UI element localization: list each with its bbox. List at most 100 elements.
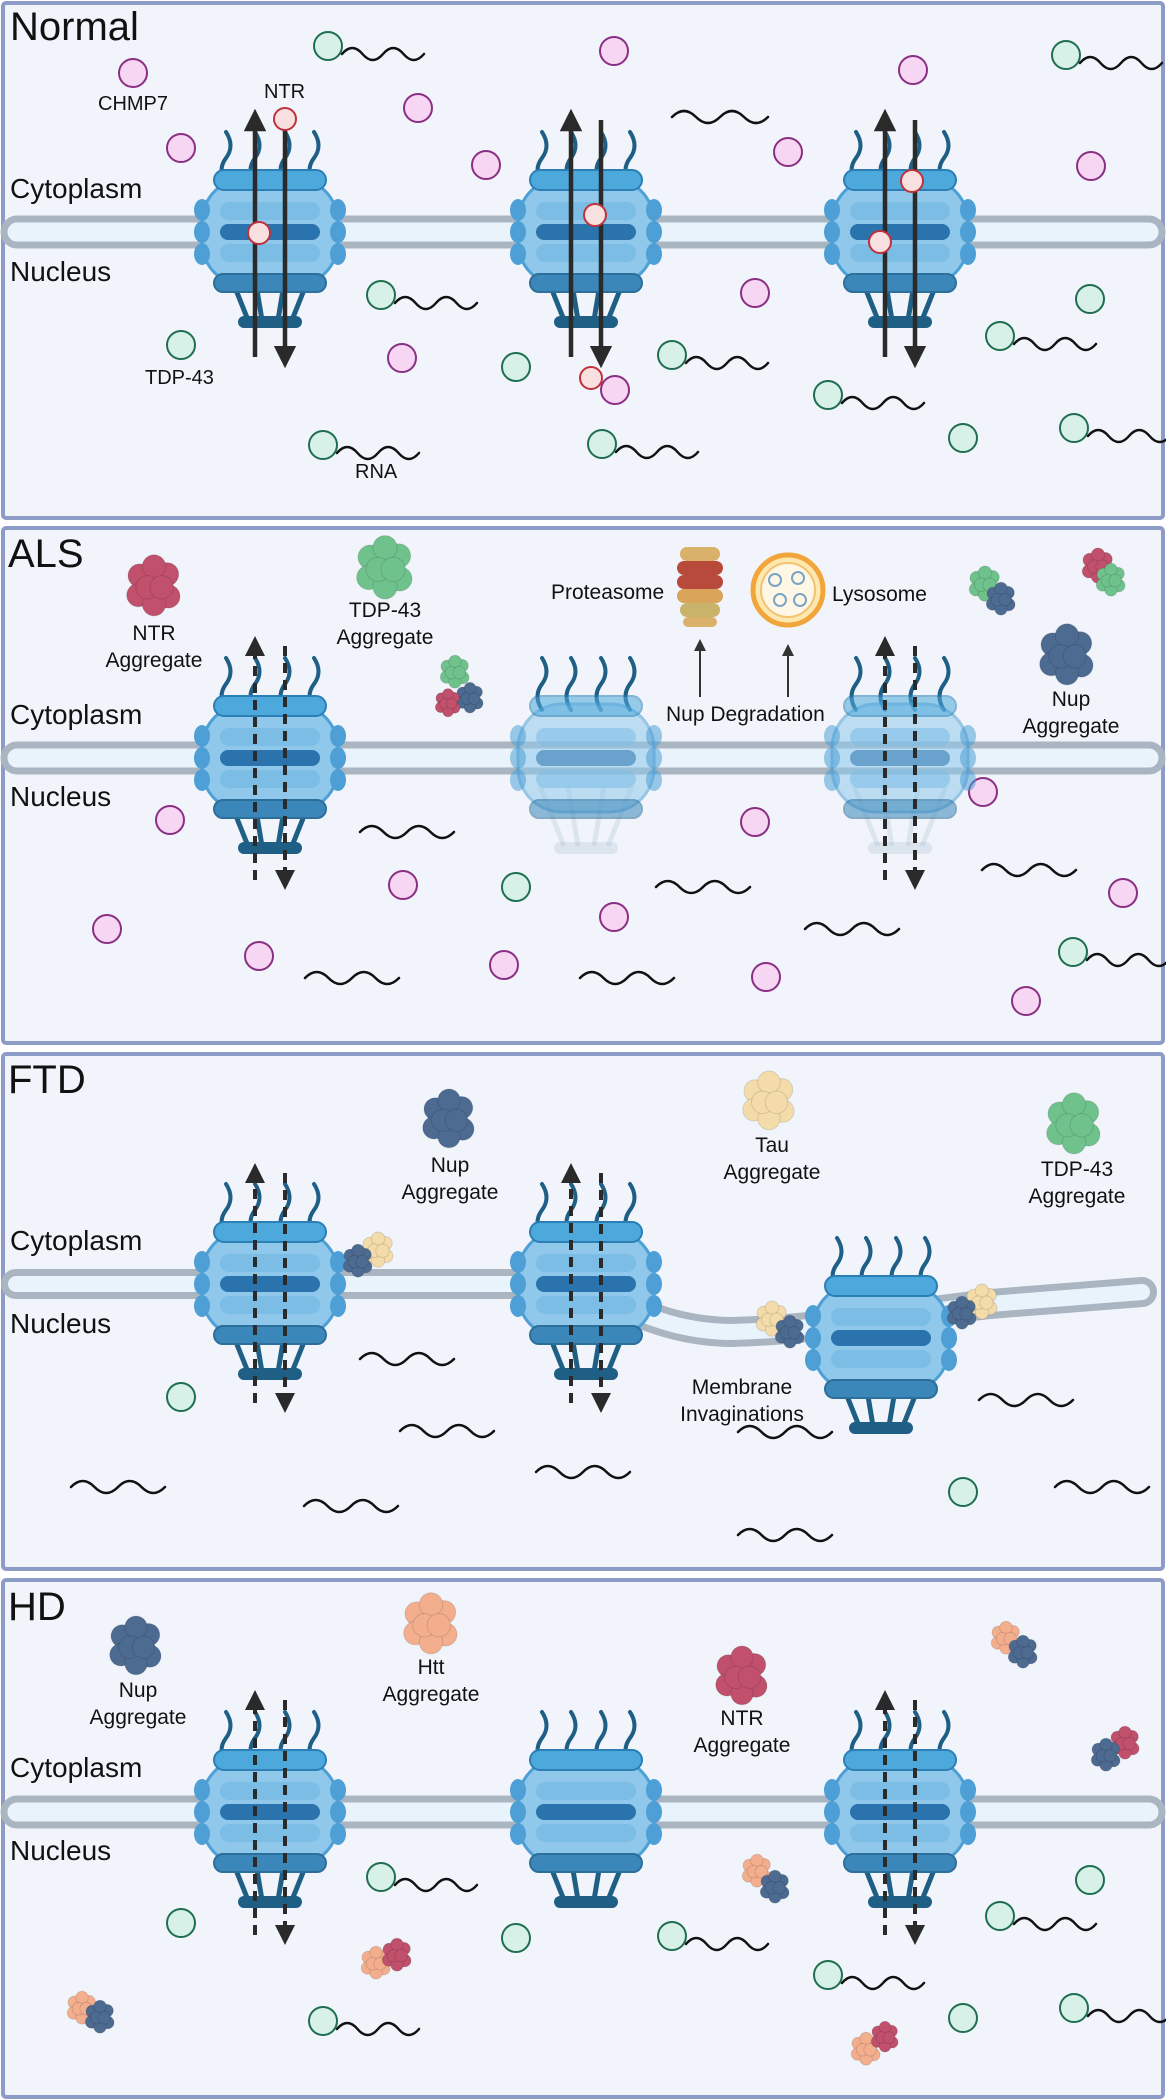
pore-inner-ring [220,1824,320,1842]
pores-group [194,1182,957,1434]
tdp43-group [166,1382,978,1507]
pore-inner-ring [220,244,320,262]
chmp7-protein [600,375,630,405]
pore-spoke [646,1251,662,1273]
rna-strand [1012,336,1098,352]
membrane-invaginations-label: Membrane [692,1376,792,1399]
chmp7-protein [387,343,417,373]
chmp7-protein [1011,986,1041,1016]
aggregate-lobe [998,592,1013,607]
tau-aggregate-label: Aggregate [724,1161,821,1184]
nuclear-basket-ring [849,1422,913,1434]
pore-spoke [510,221,526,243]
ntr-aggregate-label: Aggregate [106,649,203,672]
pore-cytoplasmic-ring [529,1749,643,1771]
pore-spoke [330,1823,346,1845]
tdp43-protein [813,380,843,410]
cytoplasm-label: Cytoplasm [10,1752,142,1783]
panel-title: HD [8,1585,66,1629]
chmp7-protein [118,58,148,88]
tdp43-protein [308,2006,338,2036]
pore-spoke [646,769,662,791]
aggregates-group [342,1070,1101,1349]
pore-central-channel [850,750,950,766]
chmp7-protein [489,950,519,980]
pore-nuclear-ring [213,1853,327,1873]
pore-spoke [194,1251,210,1273]
pore-central-channel [536,224,636,240]
aggregate-lobe [445,697,458,710]
ntr-protein [583,203,607,227]
panel-title: ALS [8,532,84,576]
ftd-panel-content: FTD Cytoplasm Nucleus Nup Aggregate Tau … [1,1058,1157,1543]
pore-cytoplasmic-ring [213,169,327,191]
pore-nuclear-ring [529,799,643,819]
chmp7-group [118,36,1106,405]
pore-cytoplasmic-ring [529,695,643,717]
nucleus-label: Nucleus [10,1308,111,1339]
aggregate-lobe [355,1254,370,1269]
pore-central-channel [850,224,950,240]
aggregate-lobe [149,575,175,600]
aggregate-lobe [863,2042,878,2057]
aggregate-lobe [375,1243,390,1258]
nucleus-label: Nucleus [10,1835,111,1866]
pore-spoke [941,1349,957,1371]
rna-strand [398,1423,496,1439]
aggregate-lobe [97,2010,111,2025]
tdp43-protein [501,352,531,382]
ntr-aggregate [870,2020,899,2053]
als-panel-content: ALS Cytoplasm Nucleus NTR Aggregate TDP-… [0,532,1166,1016]
aggregate-lobe [754,1864,769,1879]
chmp7-protein [1108,878,1138,908]
rna-strand [980,862,1078,878]
tdp43-aggregate-label: Aggregate [1029,1185,1126,1208]
pore-inner-ring [536,770,636,788]
pore-inner-ring [220,1254,320,1272]
pore-spoke [646,1823,662,1845]
lysosome-label: Lysosome [832,583,927,606]
aggregate-lobe [974,1283,990,1298]
pore-central-channel [536,750,636,766]
pore-nuclear-ring [529,1853,643,1873]
nuclear-basket-ring [238,316,302,328]
nup-aggregate [455,681,484,714]
tau-aggregate-label: Tau [755,1134,789,1157]
rna-strand [534,1464,632,1480]
nuclear-pore-complex [510,1710,662,1908]
chmp7-group [92,777,1138,1016]
pore-nuclear-ring [213,273,327,293]
pore-spoke [824,769,840,791]
tdp43-aggregate-label: TDP-43 [1041,1158,1113,1181]
pore-spoke [646,1295,662,1317]
tdp43-protein [313,31,343,61]
pore-spoke [194,1801,210,1823]
lysosome-icon [750,552,826,628]
pore-cytoplasmic-ring [213,1221,327,1243]
pore-spoke [194,747,210,769]
pore-spoke [941,1327,957,1349]
pore-spoke [824,747,840,769]
aggregate-lobe [730,1645,754,1669]
ntr-aggregate-label: Aggregate [694,1734,791,1757]
aggregate-lobe [1054,623,1080,648]
rna-strand [840,1975,926,1991]
pore-spoke [194,221,210,243]
proteasome-icon [677,547,723,627]
aggregate-lobe [1061,1092,1087,1117]
pore-spoke [330,1801,346,1823]
pore-nuclear-ring [843,799,957,819]
rna-strand [69,1479,167,1495]
panel-title: Normal [10,5,139,49]
cytoplasm-label: Cytoplasm [10,173,142,204]
tau-aggregate [742,1070,795,1131]
nuclear-pore-complex [805,1236,957,1434]
pore-inner-ring [220,202,320,220]
pore-inner-ring [220,1782,320,1800]
aggregate-lobe [764,1300,780,1315]
tdp43-aggregate-label: Aggregate [337,626,434,649]
pore-spoke [805,1349,821,1371]
pore-inner-ring [536,1824,636,1842]
cytoplasm-label: Cytoplasm [10,1225,142,1256]
aggregate-lobe [372,535,398,561]
